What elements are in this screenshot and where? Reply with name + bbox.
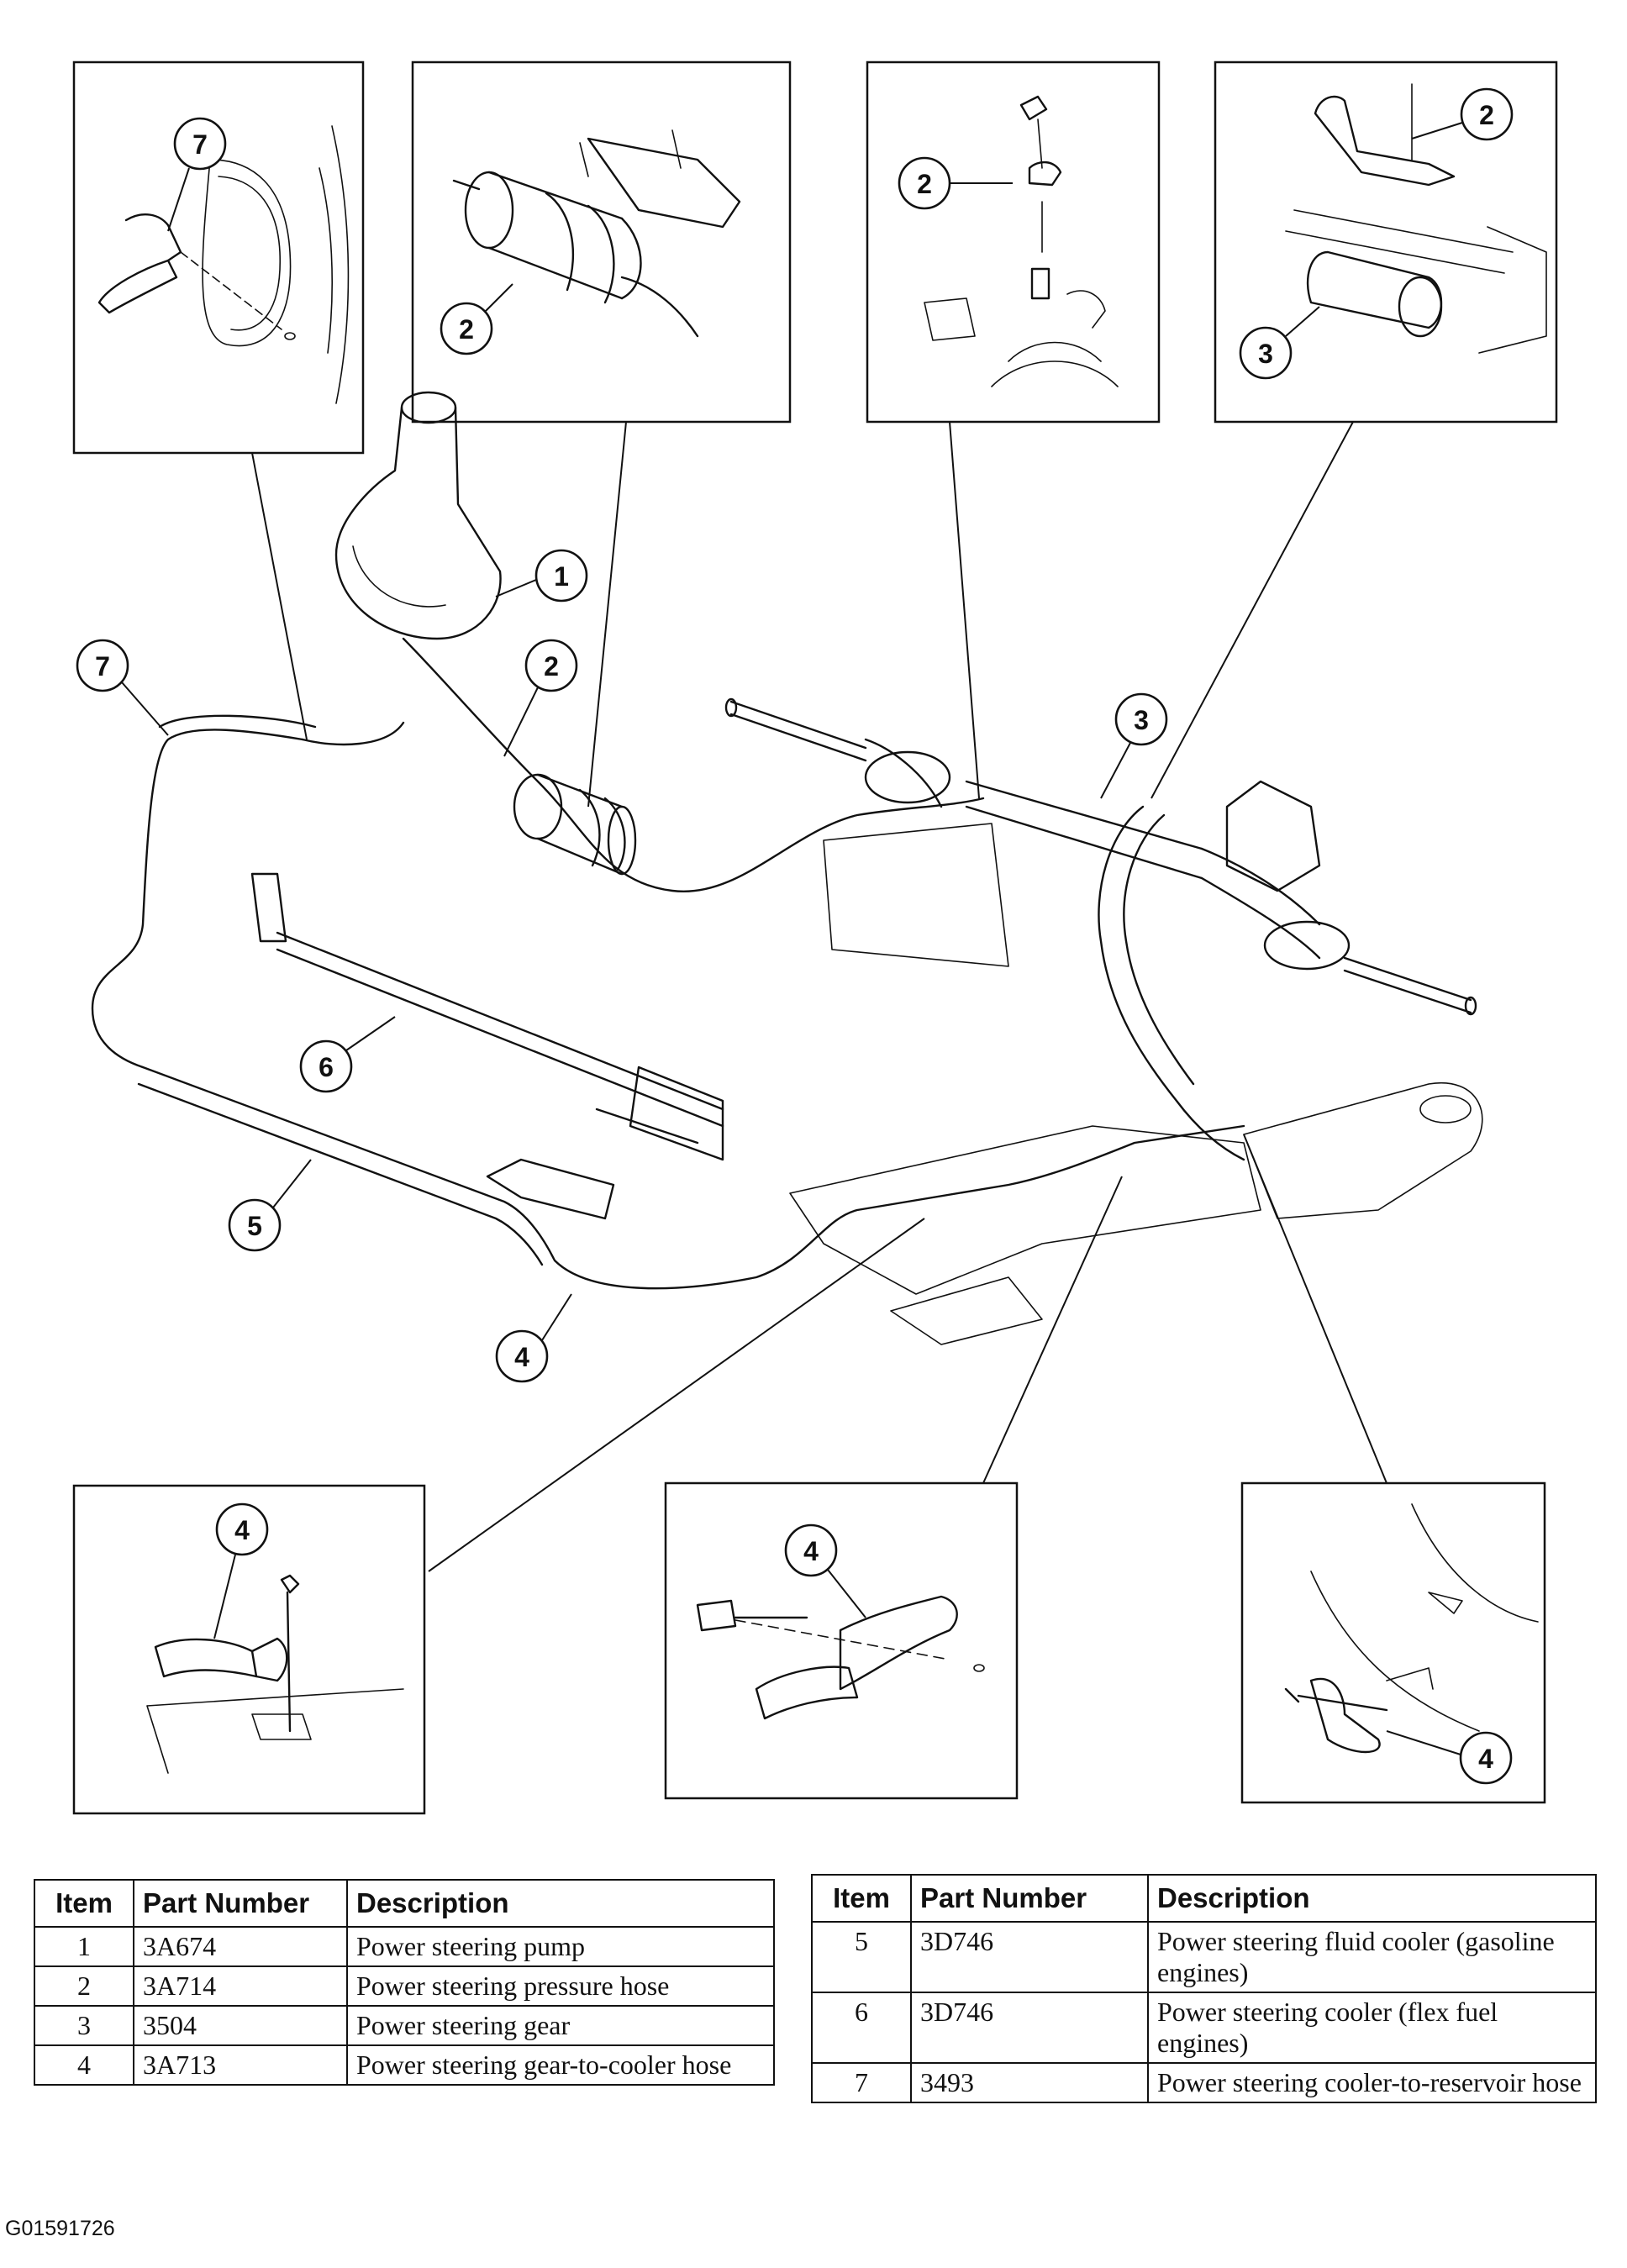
- svg-text:2: 2: [1479, 100, 1494, 130]
- description-cell: Power steering fluid cooler (gasoline en…: [1147, 1921, 1597, 1993]
- item-cell: 7: [811, 2062, 912, 2103]
- callout-4-bottom-inset-1: 4: [215, 1502, 269, 1556]
- power-steering-cooler-flex: [250, 872, 724, 1161]
- item-cell: 2: [34, 1965, 134, 2007]
- svg-text:3: 3: [1258, 339, 1273, 369]
- inset-top-3: [866, 61, 1161, 424]
- parts-table-left: Item Part Number Description 1 3A674 Pow…: [34, 1879, 775, 2086]
- inset-bottom-2: [664, 1481, 1019, 1800]
- table-row: 2 3A714 Power steering pressure hose: [34, 1965, 775, 2007]
- inset-top-1: [72, 61, 365, 455]
- item-cell: 6: [811, 1992, 912, 2064]
- header-part-number: Part Number: [910, 1874, 1149, 1923]
- item-cell: 4: [34, 2044, 134, 2086]
- description-cell: Power steering cooler (flex fuel engines…: [1147, 1992, 1597, 2064]
- leader-lines: [251, 421, 1387, 1572]
- table-header-row: Item Part Number Description: [811, 1874, 1597, 1923]
- svg-text:2: 2: [459, 314, 474, 345]
- svg-text:4: 4: [803, 1536, 819, 1566]
- callout-2: 2: [524, 639, 578, 692]
- power-steering-gear: [724, 697, 1477, 1016]
- description-cell: Power steering gear: [346, 2005, 775, 2046]
- callout-2-top-inset-3: 2: [898, 156, 951, 210]
- item-cell: 5: [811, 1921, 912, 1993]
- callout-7: 7: [76, 639, 129, 692]
- svg-text:1: 1: [554, 561, 569, 592]
- callout-5: 5: [228, 1198, 282, 1252]
- description-cell: Power steering gear-to-cooler hose: [346, 2044, 775, 2086]
- svg-text:6: 6: [319, 1052, 334, 1082]
- svg-text:5: 5: [247, 1211, 262, 1241]
- callout-3-top-inset-4: 3: [1239, 326, 1293, 380]
- header-part-number: Part Number: [133, 1879, 348, 1928]
- callout-1: 1: [534, 549, 588, 603]
- part-number-cell: 3A674: [133, 1926, 348, 1967]
- figure-id: G01591726: [5, 2217, 115, 2240]
- callout-4-bottom-inset-2: 4: [784, 1523, 838, 1577]
- table-row: 5 3D746 Power steering fluid cooler (gas…: [811, 1921, 1597, 1993]
- inset-top-2: [411, 61, 792, 424]
- callout-6: 6: [299, 1039, 353, 1093]
- power-steering-pump: [334, 391, 502, 640]
- table-row: 1 3A674 Power steering pump: [34, 1926, 775, 1967]
- svg-text:7: 7: [192, 129, 208, 160]
- table-row: 4 3A713 Power steering gear-to-cooler ho…: [34, 2044, 775, 2086]
- callout-3: 3: [1114, 692, 1168, 746]
- svg-text:2: 2: [917, 169, 932, 199]
- svg-text:4: 4: [234, 1515, 250, 1545]
- part-number-cell: 3493: [910, 2062, 1149, 2103]
- description-cell: Power steering cooler-to-reservoir hose: [1147, 2062, 1597, 2103]
- part-number-cell: 3A713: [133, 2044, 348, 2086]
- svg-text:2: 2: [544, 651, 559, 681]
- header-description: Description: [1147, 1874, 1597, 1923]
- table-header-row: Item Part Number Description: [34, 1879, 775, 1928]
- callout-2-top-inset: 2: [440, 302, 493, 355]
- callout-4: 4: [495, 1329, 549, 1383]
- table-row: 7 3493 Power steering cooler-to-reservoi…: [811, 2062, 1597, 2103]
- part-number-cell: 3D746: [910, 1992, 1149, 2064]
- svg-text:7: 7: [95, 651, 110, 681]
- item-cell: 3: [34, 2005, 134, 2046]
- parts-table-right: Item Part Number Description 5 3D746 Pow…: [811, 1874, 1597, 2103]
- part-number-cell: 3D746: [910, 1921, 1149, 1993]
- item-cell: 1: [34, 1926, 134, 1967]
- table-row: 3 3504 Power steering gear: [34, 2005, 775, 2046]
- description-cell: Power steering pressure hose: [346, 1965, 775, 2007]
- header-item: Item: [811, 1874, 912, 1923]
- svg-text:3: 3: [1134, 705, 1149, 735]
- callout-2-top-inset-4: 2: [1460, 87, 1514, 141]
- table-row: 6 3D746 Power steering cooler (flex fuel…: [811, 1992, 1597, 2064]
- svg-text:4: 4: [514, 1342, 529, 1372]
- part-number-cell: 3504: [133, 2005, 348, 2046]
- header-description: Description: [346, 1879, 775, 1928]
- subframe: [789, 823, 1483, 1345]
- callout-4-bottom-inset-3: 4: [1459, 1731, 1513, 1785]
- pressure-hose-damper: [513, 773, 637, 876]
- callout-7-top-inset: 7: [173, 117, 227, 171]
- part-number-cell: 3A714: [133, 1965, 348, 2007]
- svg-text:4: 4: [1478, 1744, 1493, 1774]
- main-assembly: [91, 391, 1483, 1345]
- header-item: Item: [34, 1879, 134, 1928]
- description-cell: Power steering pump: [346, 1926, 775, 1967]
